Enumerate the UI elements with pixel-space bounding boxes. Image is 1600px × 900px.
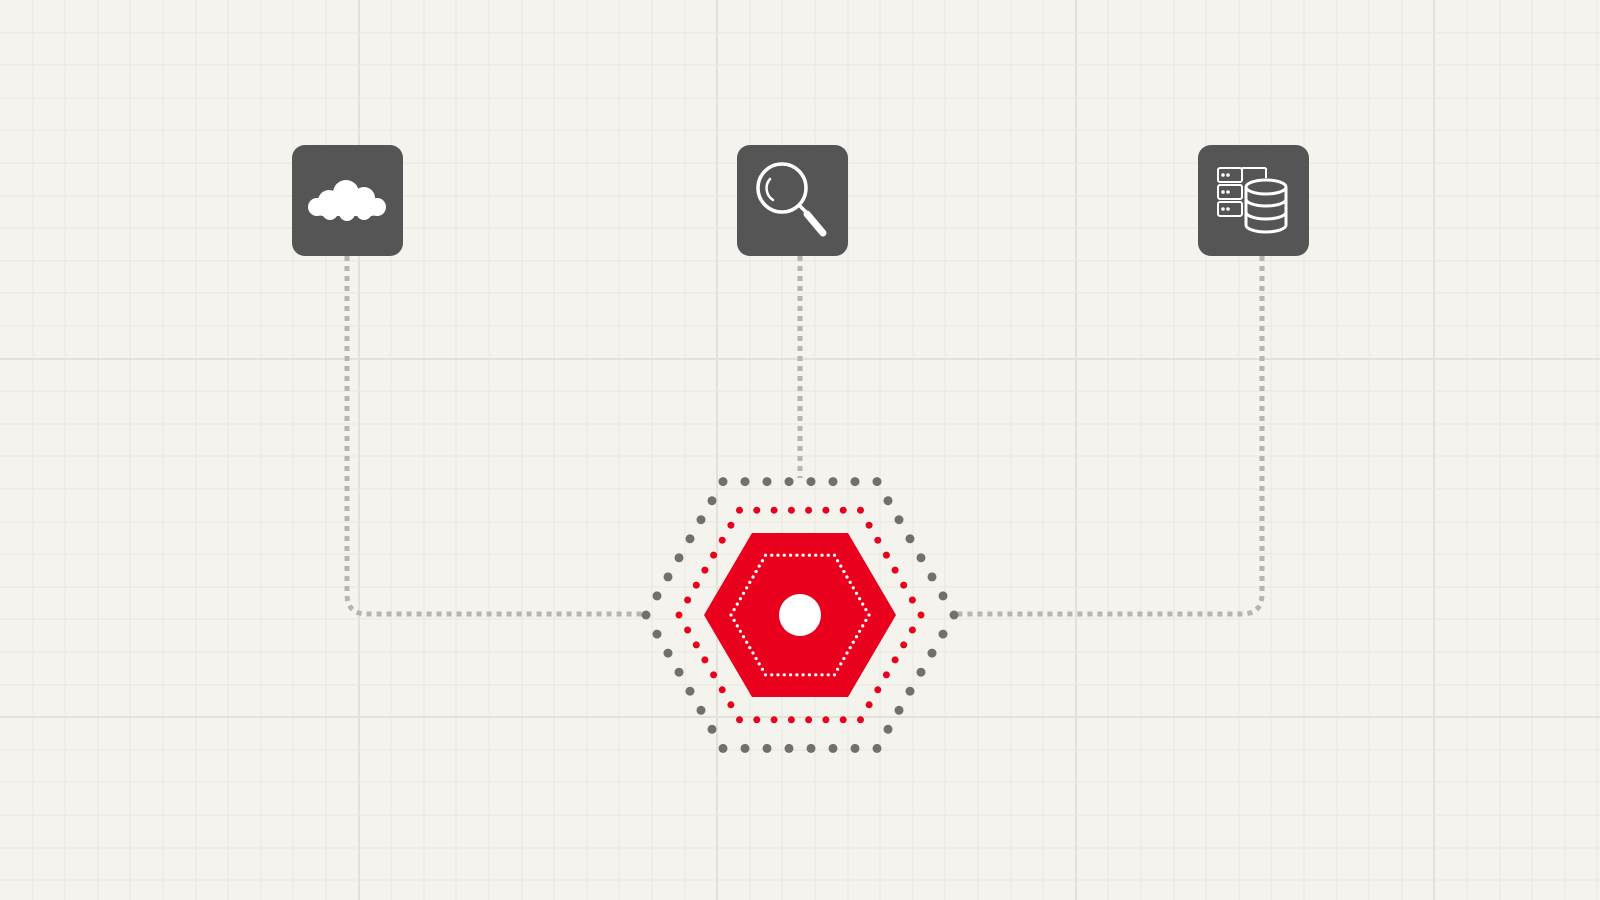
- node-storage[interactable]: [1198, 145, 1309, 256]
- hub-center-dot: [779, 594, 821, 636]
- hexagon-hub-icon: [704, 533, 896, 697]
- cloud-icon: [308, 180, 386, 221]
- hub-outer-dotted-ring: [641, 477, 959, 753]
- connectors: [344, 256, 1265, 617]
- server-database-icon: [1217, 167, 1288, 234]
- node-cloud[interactable]: [292, 145, 403, 256]
- connector-storage-to-hub: [955, 256, 1265, 617]
- connector-cloud-to-hub: [344, 256, 647, 617]
- hub-inner-dotted-ring: [729, 553, 871, 677]
- hub[interactable]: [641, 477, 959, 753]
- hub-middle-dotted-ring: [675, 506, 925, 724]
- node-search-tile: [737, 145, 848, 256]
- magnifier-icon: [756, 162, 827, 237]
- node-search[interactable]: [737, 145, 848, 256]
